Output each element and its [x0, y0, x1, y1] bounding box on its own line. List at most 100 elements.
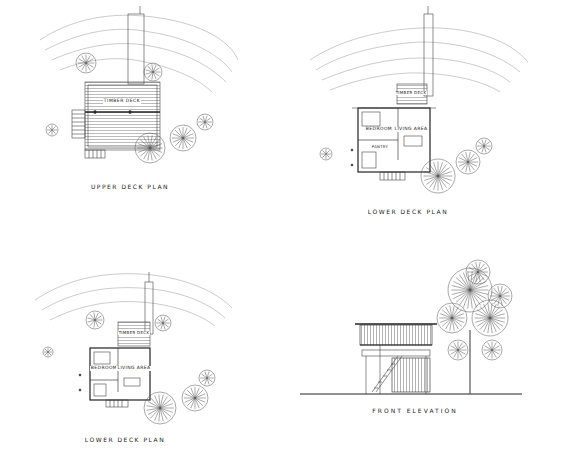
tree-branch — [161, 317, 163, 323]
tree-branch — [150, 148, 163, 149]
tree-symbol — [448, 268, 492, 312]
tree-branch — [48, 130, 52, 134]
tree-branch — [478, 272, 480, 282]
tree-branch — [458, 162, 468, 163]
tree-branch — [201, 378, 207, 382]
room-label: LIVING AREA — [116, 366, 151, 371]
tree-branch — [440, 314, 452, 318]
tree-branch — [205, 372, 207, 378]
tree-branch — [322, 150, 326, 154]
tree-branch — [492, 342, 493, 351]
tree-branch — [326, 154, 327, 159]
tree-branch — [466, 152, 468, 162]
tree-symbol — [476, 138, 492, 154]
tree-branch — [500, 296, 509, 300]
tree-branch — [48, 352, 51, 355]
tree-branch — [153, 72, 156, 79]
tree-branch — [438, 176, 446, 188]
tree-branch — [207, 374, 213, 378]
tree-branch — [183, 138, 191, 146]
tree-branch — [199, 122, 205, 126]
tree-symbol — [43, 347, 53, 357]
tree-branch — [484, 146, 491, 147]
tree-branch — [148, 135, 150, 148]
tree-branch — [430, 176, 438, 188]
tree-branch — [86, 63, 90, 70]
tree-branch — [153, 68, 159, 72]
tree-branch — [52, 125, 53, 130]
tree-branch — [490, 306, 500, 318]
tree-symbol — [170, 125, 196, 151]
tree-branch — [187, 398, 195, 406]
tree-branch — [424, 176, 438, 177]
tree-branch — [494, 296, 500, 304]
tree-symbol — [144, 63, 162, 81]
tree-branch — [150, 144, 162, 148]
tree-branch — [144, 148, 150, 159]
tree-branch — [424, 176, 438, 180]
tree-branch — [150, 148, 162, 152]
tree-symbol — [46, 124, 58, 136]
tree-branch — [452, 318, 464, 322]
tree-branch — [183, 134, 193, 138]
room-label: LIVING AREA — [393, 127, 428, 132]
tree-branch — [490, 314, 505, 318]
tree-branch — [470, 286, 488, 290]
tree-branch — [438, 162, 439, 176]
tree-symbol — [86, 311, 104, 329]
tree-branch — [48, 349, 51, 352]
tree-branch — [184, 398, 195, 399]
tree-branch — [321, 154, 326, 155]
tree-branch — [52, 130, 53, 135]
tree-branch — [160, 400, 171, 408]
tree-branch — [468, 162, 470, 172]
tree-branch — [491, 292, 500, 296]
tree-branch — [500, 288, 506, 296]
tree-branch — [438, 176, 452, 177]
tree-branch — [430, 164, 438, 176]
tree-branch — [458, 342, 459, 351]
tree-branch — [86, 59, 93, 63]
tree-branch — [475, 318, 490, 319]
tree-branch — [438, 176, 439, 190]
tree-branch — [470, 290, 489, 291]
tree-branch — [140, 148, 150, 156]
tree-branch — [175, 130, 183, 138]
tree-branch — [438, 164, 446, 176]
tree-branch — [500, 292, 509, 296]
room-label: TIMBER DECK — [395, 91, 428, 95]
tree-branch — [195, 387, 196, 398]
tree-branch — [469, 272, 478, 276]
tree-branch — [458, 350, 467, 351]
tree-branch — [485, 350, 492, 354]
tree-branch — [478, 272, 488, 273]
tree-symbol — [320, 148, 332, 160]
tree-symbol — [456, 150, 480, 174]
tree-symbol — [182, 385, 208, 411]
tree-branch — [484, 350, 493, 351]
drawing-title: FRONT ELEVATION — [372, 408, 457, 414]
tree-branch — [469, 268, 478, 272]
tree-branch — [52, 130, 57, 131]
tree-branch — [183, 130, 191, 138]
tree-symbol — [437, 303, 467, 333]
tree-branch — [450, 350, 459, 351]
tree-branch — [45, 352, 48, 355]
tree-branch — [451, 290, 470, 291]
tree-branch — [478, 264, 484, 272]
tree-branch — [492, 346, 499, 350]
tree-branch — [160, 408, 173, 412]
tree-symbol — [421, 159, 455, 193]
tree-branch — [326, 149, 327, 154]
tree-branch — [52, 130, 56, 134]
tree-branch — [442, 318, 452, 326]
tree-branch — [490, 318, 492, 333]
tree-branch — [175, 138, 183, 146]
tree-branch — [453, 290, 470, 299]
tree-branch — [452, 290, 470, 294]
tree-branch — [146, 72, 153, 74]
tree-branch — [160, 408, 163, 421]
tree-branch — [484, 146, 486, 152]
tree-branch — [160, 397, 167, 408]
